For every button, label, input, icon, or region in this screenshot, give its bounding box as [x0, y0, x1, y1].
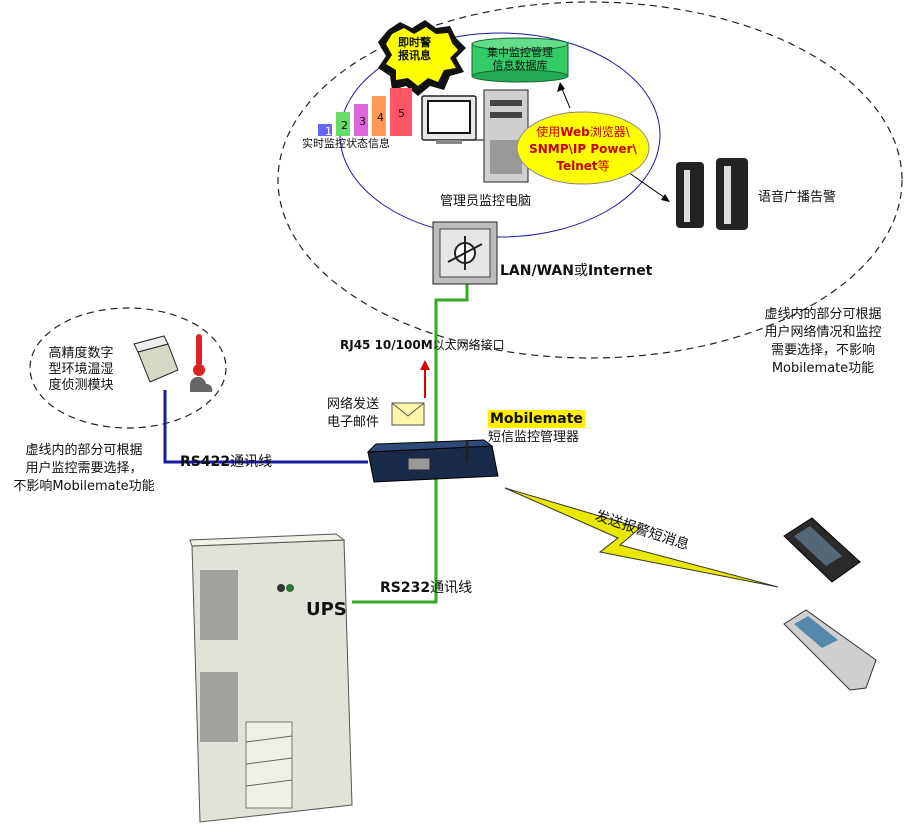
mobilemate-device-icon — [366, 439, 499, 483]
web-access-line-1b: Web — [560, 125, 590, 139]
sensor-line-1: 高精度数字 — [48, 346, 114, 361]
sensor-line-2: 型环境温湿 — [48, 362, 114, 377]
alert-burst-label: 即时警 报讯息 — [398, 36, 431, 62]
rj45-label-b: 以太网络接口 — [432, 338, 505, 352]
web-access-line-1: 使用Web浏览器\ — [518, 124, 648, 141]
rj45-label-a: RJ45 10/100M — [340, 338, 433, 352]
alert-burst-line-2: 报讯息 — [398, 49, 431, 62]
status-bar-3-label: 3 — [359, 115, 366, 128]
arrowhead — [661, 194, 670, 202]
database-line-1: 集中监控管理 — [487, 46, 553, 59]
weather-icon — [189, 376, 213, 392]
status-chart-label: 实时监控状态信息 — [302, 137, 390, 150]
network-label-c: Internet — [587, 263, 653, 279]
status-bar-5-label: 5 — [398, 107, 405, 120]
speaker-label: 语音广播告警 — [758, 190, 837, 205]
rs422-label-b: 通讯线 — [230, 454, 273, 470]
network-label: LAN/WAN或Internet — [500, 263, 652, 279]
mobile-phone-icon — [783, 517, 861, 583]
right-note-line-4: Mobilemate功能 — [771, 361, 875, 376]
sms-lightning — [504, 487, 779, 588]
rs422-line — [163, 390, 368, 464]
web-access-ellipse — [516, 111, 650, 185]
rs422-label: RS422通讯线 — [180, 454, 272, 470]
ups-label: UPS — [306, 599, 347, 620]
sensor-line-3: 度侦测模块 — [48, 378, 114, 393]
rs232-label: RS232通讯线 — [380, 580, 472, 596]
database-cylinder — [471, 37, 569, 83]
email-line-1: 网络发送 — [326, 397, 379, 412]
status-bar-chart — [318, 88, 412, 136]
rs232-label-a: RS232 — [380, 580, 431, 596]
speaker-icon — [676, 158, 748, 230]
optional-sensor-boundary — [29, 307, 227, 429]
network-hub-icon — [432, 221, 498, 285]
web-access-line-3: Telnet等 — [518, 158, 648, 175]
mobilemate-desc: 短信监控管理器 — [488, 430, 580, 445]
status-bar-1-label: 1 — [325, 125, 332, 138]
left-note-line-3: 不影响Mobilemate功能 — [13, 479, 155, 494]
mobilemate-label: Mobilemate 短信监控管理器 — [488, 410, 585, 447]
alert-burst-line-1: 即时警 — [398, 36, 431, 49]
rs232-label-b: 通讯线 — [430, 580, 473, 596]
status-bar-2-label: 2 — [341, 119, 348, 132]
arrowhead — [557, 82, 565, 92]
email-line-2: 电子邮件 — [326, 415, 379, 430]
email-label: 网络发送 电子邮件 — [318, 396, 388, 432]
right-note-line-1: 虚线内的部分可根据 — [764, 307, 882, 322]
web-access-label: 使用Web浏览器\ SNMP\IP Power\ Telnet等 — [518, 124, 648, 175]
to-speaker-arrow — [624, 169, 669, 201]
left-note-line-1: 虚线内的部分可根据 — [25, 443, 143, 458]
rj45-line — [434, 282, 469, 450]
rs422-label-a: RS422 — [180, 454, 231, 470]
rs232-line — [352, 478, 438, 604]
admin-pc-label: 管理员监控电脑 — [440, 194, 532, 209]
web-access-line-3b: 等 — [597, 159, 610, 173]
monitor-icon — [421, 95, 477, 144]
right-note-line-3: 需要选择，不影响 — [770, 343, 875, 358]
optional-network-boundary — [277, 1, 903, 359]
status-bar-4-label: 4 — [377, 111, 384, 124]
right-note-line-2: 用户网络情况和监控 — [764, 325, 882, 340]
web-access-line-3a: Telnet — [556, 159, 598, 173]
ups-cabinet-icon — [189, 533, 353, 823]
rj45-label: RJ45 10/100M以太网络接口 — [340, 337, 505, 353]
web-access-line-1c: 浏览器\ — [589, 125, 630, 139]
envelope-icon — [391, 402, 425, 426]
network-label-b: 或 — [573, 263, 588, 279]
right-note: 虚线内的部分可根据 用户网络情况和监控 需要选择，不影响 Mobilemate功… — [748, 306, 898, 378]
web-access-line-2: SNMP\IP Power\ — [529, 142, 637, 156]
alert-burst-inner — [386, 27, 458, 86]
sensor-module-icon — [133, 334, 213, 392]
network-label-a: LAN/WAN — [500, 263, 574, 279]
sensor-label: 高精度数字 型环境温湿 度侦测模块 — [36, 346, 126, 394]
arrowhead — [420, 360, 430, 370]
database-label: 集中监控管理 信息数据库 — [474, 46, 566, 72]
mobilemate-name: Mobilemate — [488, 410, 585, 428]
mobile-phone-icon — [783, 609, 877, 691]
left-note-line-2: 用户监控需要选择， — [25, 461, 143, 476]
left-note: 虚线内的部分可根据 用户监控需要选择， 不影响Mobilemate功能 — [0, 442, 168, 496]
web-access-line-1a: 使用 — [536, 125, 561, 139]
database-line-2: 信息数据库 — [492, 59, 548, 72]
